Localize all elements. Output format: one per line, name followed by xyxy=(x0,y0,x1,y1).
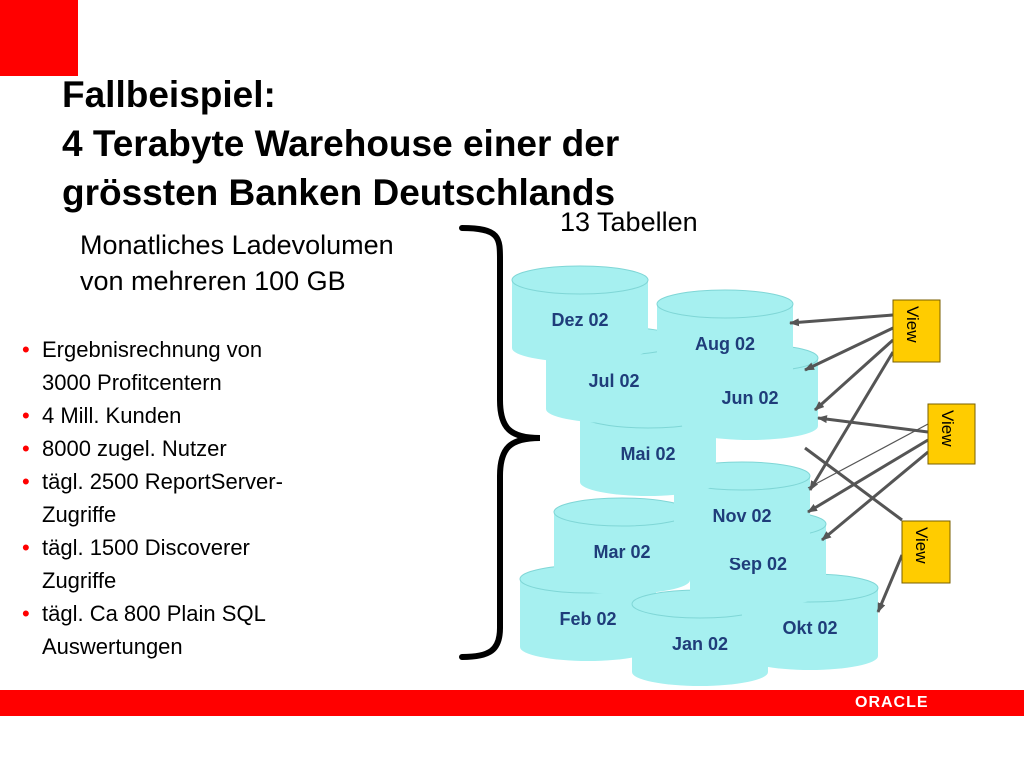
cylinder-mar: Mar 02 xyxy=(553,497,691,594)
view-label: View xyxy=(938,410,957,447)
arrow-line xyxy=(807,423,929,489)
cylinder-label: Jul 02 xyxy=(588,371,639,391)
cylinder-label: Mar 02 xyxy=(593,542,650,562)
arrow-line xyxy=(804,446,903,522)
bullet-list: • Ergebnisrechnung von 3000 Profitcenter… xyxy=(18,333,283,663)
oracle-logo: ORACLE xyxy=(855,694,929,711)
cylinder-label: Aug 02 xyxy=(695,334,755,354)
subtitle-line: Monatliches Ladevolumen xyxy=(80,230,394,260)
curly-brace xyxy=(459,225,541,660)
subtitle-line: von mehreren 100 GB xyxy=(80,266,346,296)
bullet-dot-icon: • xyxy=(22,469,30,494)
bullet-dot-icon: • xyxy=(22,403,30,428)
footer-bar xyxy=(0,690,1024,716)
view-box-2: View xyxy=(927,403,976,465)
arrow-line xyxy=(804,326,894,372)
arrow-line xyxy=(876,554,904,613)
bullet-dot-icon: • xyxy=(22,601,30,626)
bullet-dot-icon: • xyxy=(22,337,30,362)
cylinder-body xyxy=(632,604,768,686)
bullet-line: tägl. 1500 Discoverer xyxy=(42,535,250,560)
bullet-item: • tägl. Ca 800 Plain SQL Auswertungen xyxy=(18,597,283,663)
title-line: Fallbeispiel: xyxy=(62,74,276,115)
title-line: 4 Terabyte Warehouse einer der xyxy=(62,123,620,164)
cylinder-label: Mai 02 xyxy=(620,444,675,464)
cylinder-body xyxy=(512,280,648,362)
arrow-line xyxy=(817,415,929,434)
view-box-3: View xyxy=(901,520,951,584)
title-line: grössten Banken Deutschlands xyxy=(62,172,616,213)
slide-title: Fallbeispiel: 4 Terabyte Warehouse einer… xyxy=(62,70,619,217)
bullet-line: 8000 zugel. Nutzer xyxy=(42,436,227,461)
cylinder-top xyxy=(511,265,649,295)
cylinder-aug: Aug 02 xyxy=(656,289,794,386)
red-corner-square xyxy=(0,0,78,76)
cylinder-body xyxy=(520,579,656,661)
bullet-item: • 8000 zugel. Nutzer xyxy=(18,432,283,465)
arrow-line xyxy=(789,313,894,327)
bullet-line: 3000 Profitcentern xyxy=(42,370,222,395)
bullet-item: • tägl. 1500 Discoverer Zugriffe xyxy=(18,531,283,597)
bullet-item: • Ergebnisrechnung von 3000 Profitcenter… xyxy=(18,333,283,399)
bullet-item: • tägl. 2500 ReportServer- Zugriffe xyxy=(18,465,283,531)
bullet-line: 4 Mill. Kunden xyxy=(42,403,182,428)
arrow-line xyxy=(821,450,929,542)
bullet-line: Zugriffe xyxy=(42,502,117,527)
cylinder-body xyxy=(742,588,878,670)
cylinder-body xyxy=(674,476,810,558)
cylinder-top xyxy=(656,289,794,319)
cylinder-label: Jun 02 xyxy=(721,388,778,408)
tables-count-label: 13 Tabellen xyxy=(560,207,698,237)
cylinder-label: Jan 02 xyxy=(672,634,728,654)
bullet-line: Auswertungen xyxy=(42,634,183,659)
cylinder-label: Dez 02 xyxy=(551,310,608,330)
cylinder-body xyxy=(554,512,690,594)
cylinder-top xyxy=(553,497,691,527)
bullet-dot-icon: • xyxy=(22,436,30,461)
arrow-line xyxy=(807,438,929,514)
cylinder-label: Feb 02 xyxy=(559,609,616,629)
bullet-dot-icon: • xyxy=(22,535,30,560)
cylinder-dez: Dez 02 xyxy=(511,265,649,362)
cylinder-body xyxy=(657,304,793,386)
view-label: View xyxy=(903,306,922,343)
bullet-line: tägl. Ca 800 Plain SQL xyxy=(42,601,266,626)
cylinder-label: Sep 02 xyxy=(729,554,787,574)
bullet-line: Ergebnisrechnung von xyxy=(42,337,263,362)
bullet-line: tägl. 2500 ReportServer- xyxy=(42,469,283,494)
cylinder-label: Okt 02 xyxy=(782,618,837,638)
arrow-line xyxy=(813,338,895,412)
view-box-1: View xyxy=(892,299,941,363)
bullet-item: • 4 Mill. Kunden xyxy=(18,399,283,432)
view-label: View xyxy=(912,527,931,564)
bullet-line: Zugriffe xyxy=(42,568,117,593)
cylinder-label: Nov 02 xyxy=(712,506,771,526)
load-volume-text: Monatliches Ladevolumen von mehreren 100… xyxy=(80,227,394,299)
cylinder-body xyxy=(580,414,716,496)
